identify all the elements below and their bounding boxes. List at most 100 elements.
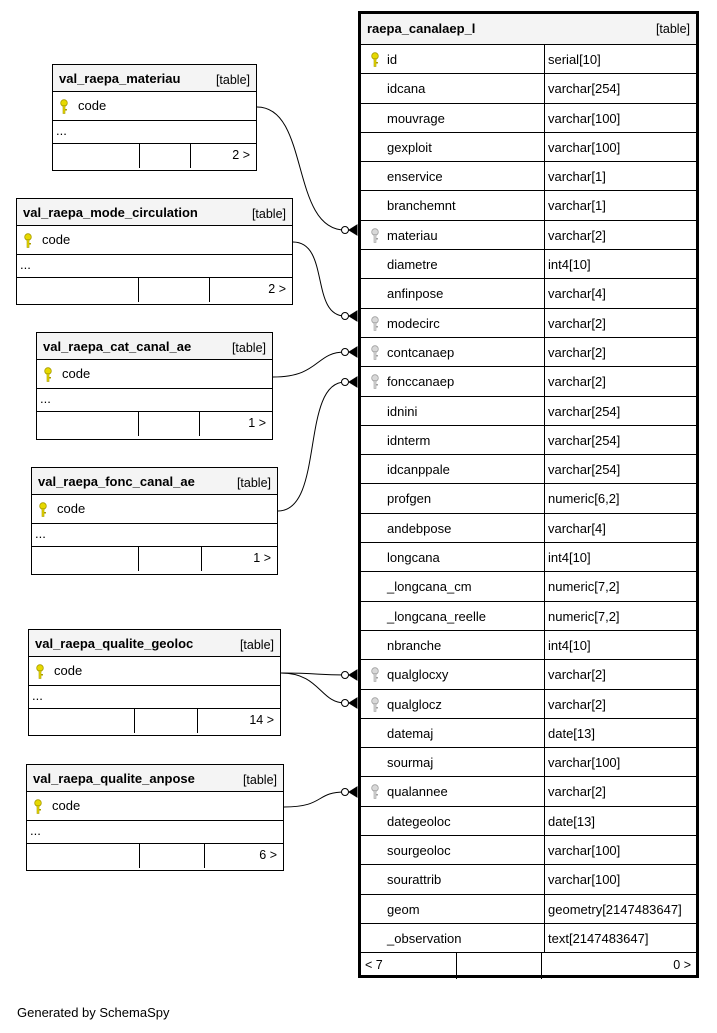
primary-key-icon <box>33 799 43 818</box>
table-name: val_raepa_materiau <box>59 71 181 86</box>
relationship-qualglocxy <box>280 672 346 676</box>
column-name: qualglocxy <box>387 667 449 683</box>
table-kind: [table] <box>655 22 690 36</box>
column-type: int4[10] <box>544 630 591 660</box>
column-name: sourmaj <box>387 755 434 771</box>
column-type: date[13] <box>544 806 595 836</box>
column-name: _observation <box>387 930 462 946</box>
parent-count[interactable]: < 7 <box>365 958 383 973</box>
column-name: code <box>57 501 86 516</box>
table-header: val_raepa_materiau [table] <box>53 65 256 92</box>
child-count[interactable]: 1 > <box>248 416 266 430</box>
column-type: numeric[6,2] <box>544 484 620 513</box>
table-footer: < 7 0 > <box>361 953 696 980</box>
column-name: code <box>54 663 83 678</box>
column-type: varchar[2] <box>544 220 606 250</box>
column-type: varchar[254] <box>544 425 620 455</box>
column-row: code <box>53 92 256 121</box>
column-name: idnterm <box>387 432 431 448</box>
table-header: val_raepa_fonc_canal_ae [table] <box>32 468 277 495</box>
table-val-raepa-mode-circulation[interactable]: val_raepa_mode_circulation [table] code … <box>16 198 293 305</box>
column-name: branchemnt <box>387 198 456 214</box>
column-row: idnterm varchar[254] <box>361 425 696 456</box>
column-type: serial[10] <box>544 45 601 74</box>
column-type: varchar[1] <box>544 162 606 191</box>
connector-ends <box>341 224 358 798</box>
column-type: varchar[254] <box>544 74 620 103</box>
table-val-raepa-qualite-geoloc[interactable]: val_raepa_qualite_geoloc [table] code ..… <box>28 629 281 736</box>
column-row: code <box>37 360 272 389</box>
table-val-raepa-materiau[interactable]: val_raepa_materiau [table] code ... 2 > <box>52 64 257 171</box>
table-kind: [table] <box>239 638 274 652</box>
table-footer: 2 > <box>53 144 256 168</box>
foreign-key-icon <box>370 667 380 686</box>
child-count[interactable]: 14 > <box>249 713 274 727</box>
foreign-key-icon <box>370 784 380 803</box>
column-name: sourgeoloc <box>387 843 451 859</box>
table-footer: 1 > <box>37 412 272 436</box>
column-name: nbranche <box>387 637 442 653</box>
column-name: code <box>62 366 91 381</box>
column-type: date[13] <box>544 718 595 748</box>
primary-key-icon <box>23 233 33 252</box>
column-type: varchar[4] <box>544 513 606 543</box>
column-name: andebpose <box>387 520 452 536</box>
table-header: val_raepa_qualite_geoloc [table] <box>29 630 280 657</box>
column-type: varchar[254] <box>544 455 620 484</box>
column-type: varchar[2] <box>544 367 606 396</box>
foreign-key-icon <box>370 374 380 393</box>
column-row: andebpose varchar[4] <box>361 513 696 544</box>
column-type: geometry[2147483647] <box>544 894 682 923</box>
column-row: code <box>32 495 277 524</box>
child-count[interactable]: 0 > <box>673 958 691 973</box>
table-kind: [table] <box>251 207 286 221</box>
table-val-raepa-qualite-anpose[interactable]: val_raepa_qualite_anpose [table] code ..… <box>26 764 284 871</box>
child-count[interactable]: 1 > <box>253 551 271 565</box>
column-type: varchar[100] <box>544 103 620 132</box>
column-type: varchar[2] <box>544 777 606 806</box>
column-type: int4[10] <box>544 250 591 279</box>
column-name: gexploit <box>387 139 432 155</box>
column-row: gexploit varchar[100] <box>361 132 696 163</box>
relationship-qualglocz <box>280 672 346 704</box>
more-columns: ... <box>53 121 256 144</box>
table-kind: [table] <box>231 341 266 355</box>
column-name: qualglocz <box>387 696 442 712</box>
column-type: numeric[7,2] <box>544 572 620 601</box>
column-type: varchar[2] <box>544 660 606 689</box>
column-name: mouvrage <box>387 110 445 126</box>
child-count[interactable]: 2 > <box>268 282 286 296</box>
more-columns: ... <box>37 389 272 412</box>
column-type: varchar[2] <box>544 308 606 337</box>
table-header: val_raepa_cat_canal_ae [table] <box>37 333 272 360</box>
column-row: sourmaj varchar[100] <box>361 748 696 778</box>
column-name: enservice <box>387 169 443 185</box>
relationship-qualannee <box>283 791 346 808</box>
child-count[interactable]: 6 > <box>259 848 277 862</box>
column-name: qualannee <box>387 784 448 800</box>
table-footer: 6 > <box>27 844 283 868</box>
table-val-raepa-fonc-canal-ae[interactable]: val_raepa_fonc_canal_ae [table] code ...… <box>31 467 278 575</box>
primary-key-icon <box>370 52 380 71</box>
table-val-raepa-cat-canal-ae[interactable]: val_raepa_cat_canal_ae [table] code ... … <box>36 332 273 440</box>
table-kind: [table] <box>242 773 277 787</box>
more-columns: ... <box>29 686 280 709</box>
child-count[interactable]: 2 > <box>232 148 250 162</box>
table-kind: [table] <box>236 476 271 490</box>
column-type: varchar[2] <box>544 337 606 367</box>
column-type: varchar[100] <box>544 132 620 162</box>
column-type: varchar[100] <box>544 748 620 777</box>
column-name: contcanaep <box>387 344 455 360</box>
column-name: materiau <box>387 227 438 243</box>
